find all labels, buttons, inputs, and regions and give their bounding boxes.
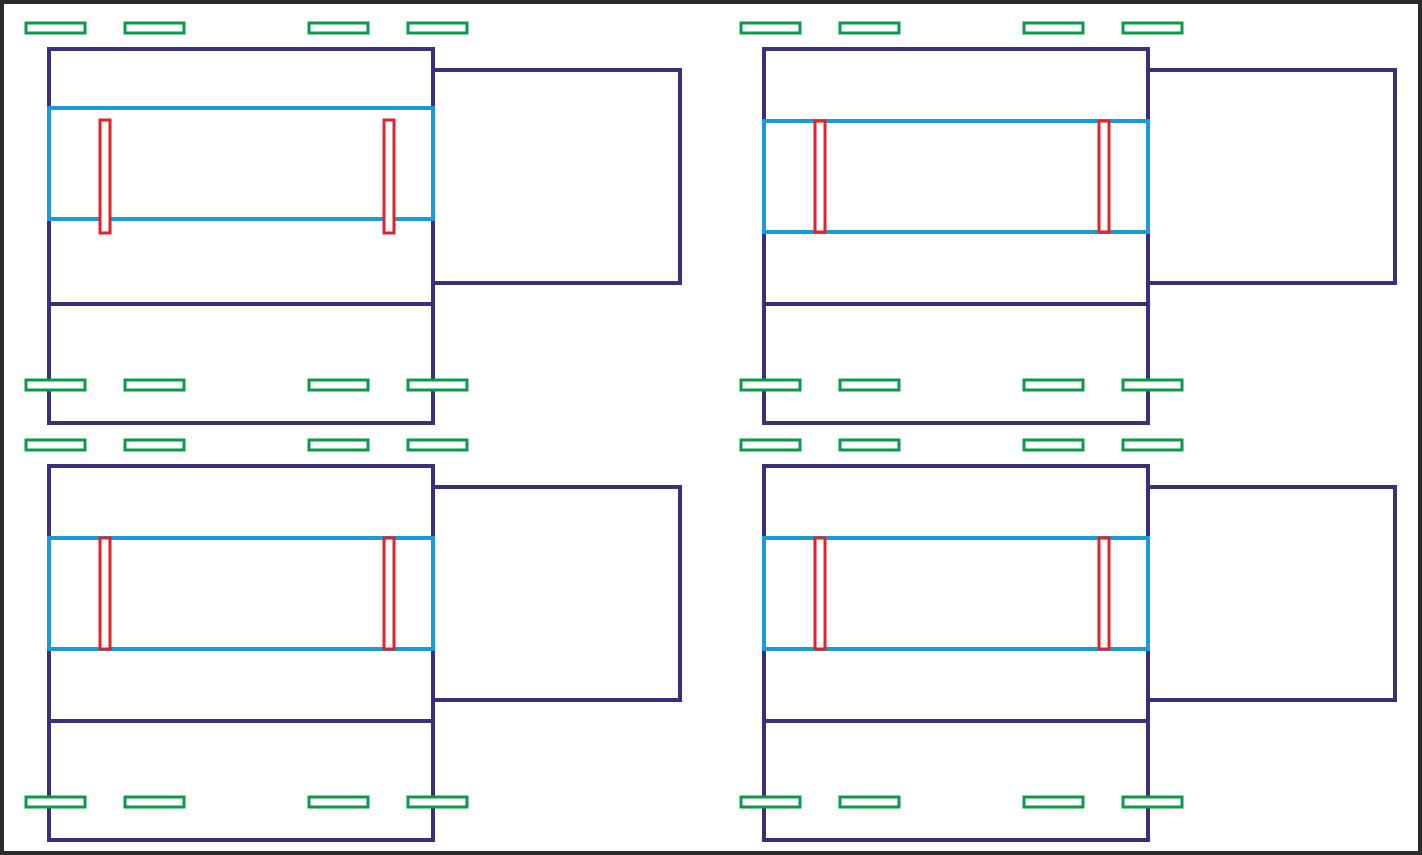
tab-bottom-2 [123,378,186,392]
tab-bottom-3 [307,378,370,392]
main-panel [47,47,435,425]
tab-top-1 [739,21,802,35]
slot-right [382,536,396,651]
side-flap [433,485,682,702]
slot-left [98,118,112,235]
tab-top-1 [24,438,87,452]
band-strip [762,536,1150,651]
tab-top-4 [406,21,469,35]
tab-bottom-4 [1121,378,1184,392]
slot-right [1097,536,1111,651]
tab-top-2 [838,21,901,35]
tab-top-2 [123,438,186,452]
main-panel [762,47,1150,425]
layout-bottom-right [739,438,1397,842]
band-strip [762,119,1150,234]
tab-bottom-3 [1022,795,1085,809]
tab-top-3 [1022,21,1085,35]
tab-top-1 [24,21,87,35]
side-flap [1148,485,1397,702]
slot-left [98,536,112,651]
tab-bottom-4 [406,795,469,809]
tab-bottom-1 [24,378,87,392]
band-strip [47,536,435,651]
tab-bottom-1 [24,795,87,809]
band-strip [47,106,435,221]
side-flap [1148,68,1397,285]
tab-top-4 [406,438,469,452]
tab-top-4 [1121,21,1184,35]
tab-top-3 [307,438,370,452]
tab-bottom-2 [123,795,186,809]
tab-top-2 [123,21,186,35]
tab-top-4 [1121,438,1184,452]
slot-right [1097,119,1111,234]
layout-top-left [24,21,682,425]
slot-left [813,119,827,234]
main-panel [47,464,435,842]
slot-right [382,118,396,235]
tab-bottom-1 [739,795,802,809]
tab-top-3 [1022,438,1085,452]
slot-left [813,536,827,651]
tab-bottom-1 [739,378,802,392]
layout-bottom-left [24,438,682,842]
tab-bottom-4 [406,378,469,392]
main-panel [762,464,1150,842]
tab-bottom-2 [838,378,901,392]
tab-bottom-2 [838,795,901,809]
tab-bottom-4 [1121,795,1184,809]
tab-top-3 [307,21,370,35]
tab-top-2 [838,438,901,452]
layouts-group [24,21,1397,842]
layout-top-right [739,21,1397,425]
tab-bottom-3 [1022,378,1085,392]
tab-top-1 [739,438,802,452]
side-flap [433,68,682,285]
tab-bottom-3 [307,795,370,809]
